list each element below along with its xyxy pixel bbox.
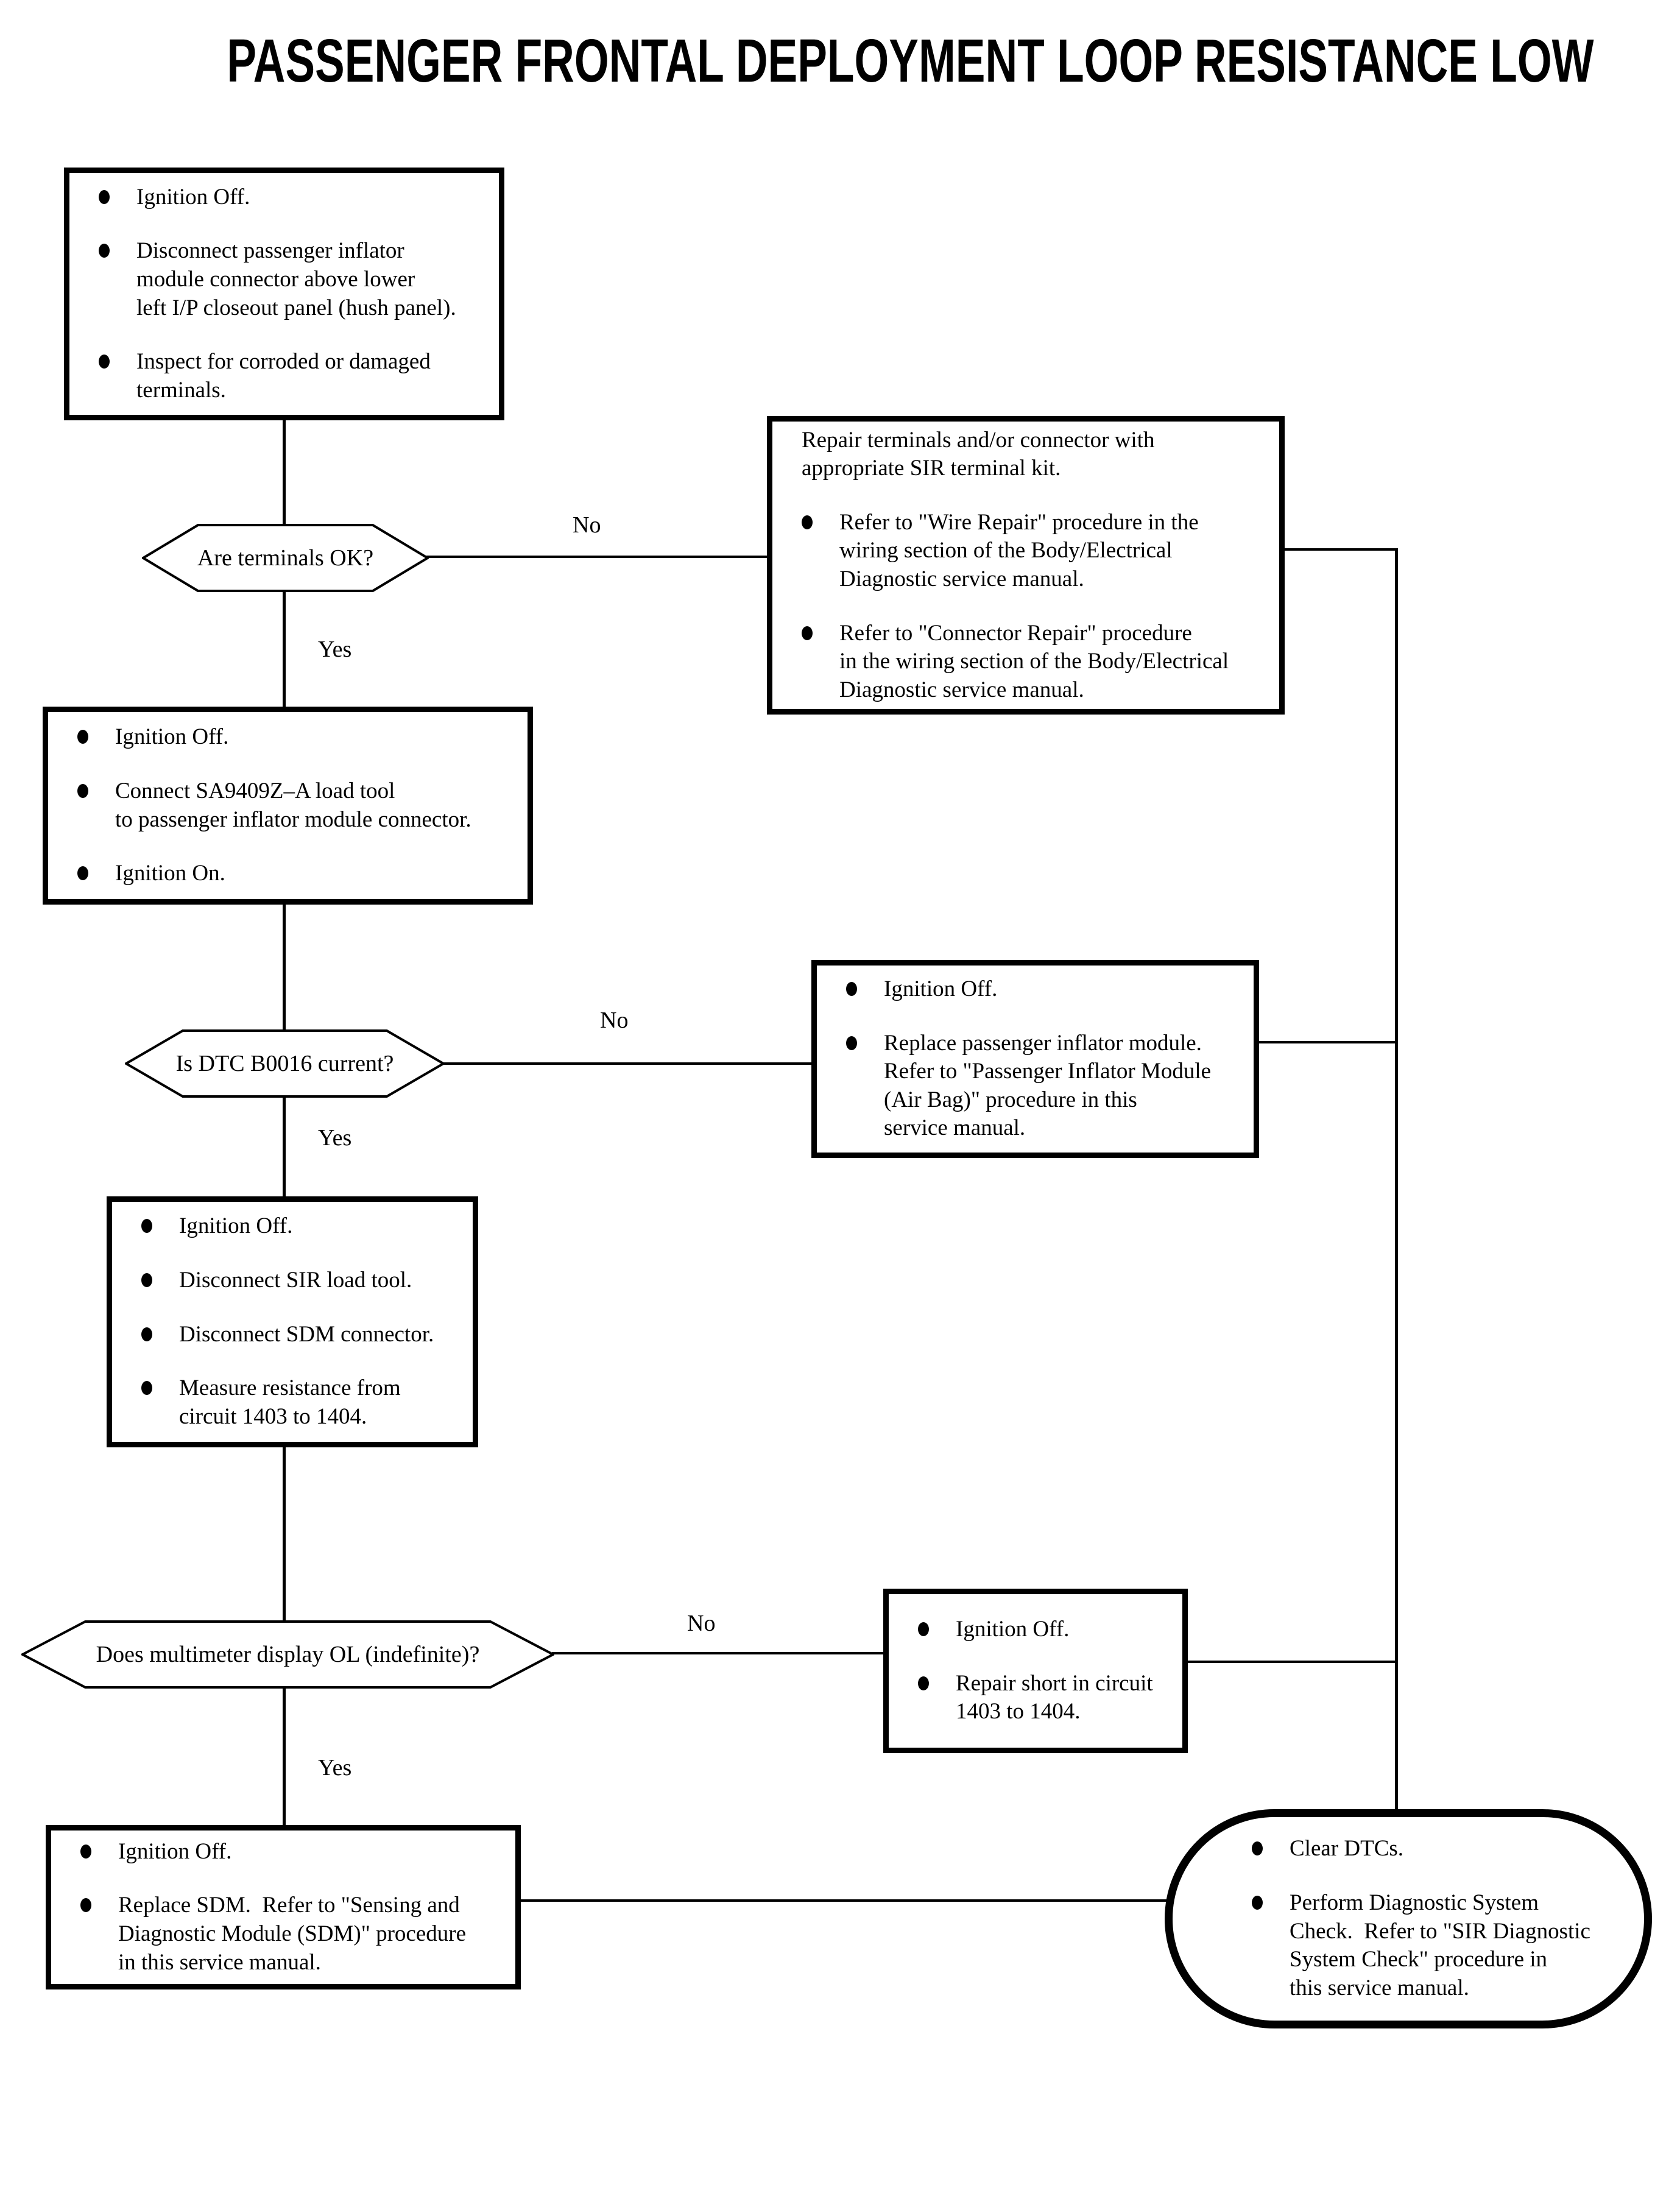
bullet-text: Replace SDM. Refer to "Sensing and Diagn… [118,1893,467,1975]
bullet-text: Clear DTCs. [1290,1836,1404,1862]
bullet-item: Clear DTCs. [1252,1835,1620,1863]
bullet-item: Repair short in circuit 1403 to 1404. [918,1670,1165,1726]
bullet-item: Replace passenger inflator module. Refer… [846,1029,1237,1143]
decision-hexagon-shape [21,1620,554,1689]
bullet-icon [141,1327,152,1341]
bullet-text: Ignition Off. [115,724,229,750]
bullet-icon [141,1219,152,1234]
bullet-item: Disconnect SDM connector. [141,1321,456,1349]
bullet-item: Replace SDM. Refer to "Sensing and Diagn… [80,1891,498,1977]
connector-right-rail [1395,548,1398,1812]
bullet-icon [77,783,88,798]
connector-shortbox-to-rail [1185,1661,1397,1663]
decision-label: Does multimeter display OL (indefinite)? [96,1642,480,1667]
bullet-item: Ignition Off. [846,975,1237,1004]
bullet-item: Inspect for corroded or damaged terminal… [99,348,482,404]
bullet-text: Ignition Off. [118,1838,232,1864]
branch-label-no-2: No [600,1008,629,1033]
connector-repairbox-to-rail [1279,548,1397,551]
bullet-text: Ignition Off. [884,976,998,1001]
bullet-icon [802,515,813,529]
bullet-icon [846,981,857,996]
bullet-icon [80,1844,91,1859]
connector-decision2-yes [283,1096,286,1196]
decision-hexagon-shape [125,1029,445,1098]
branch-label-yes-2: Yes [318,1125,352,1151]
bullet-item: Ignition Off. [80,1838,498,1866]
bullet-text: Refer to "Wire Repair" procedure in the … [839,509,1199,591]
connector-decision1-yes [283,591,286,707]
step-box-replace-sdm: Ignition Off. Replace SDM. Refer to "Sen… [46,1825,521,1989]
step-box-connect-load-tool: Ignition Off. Connect SA9409Z–A load too… [43,707,533,905]
bullet-text: Perform Diagnostic System Check. Refer t… [1290,1890,1590,2000]
connector-decision3-yes [283,1687,286,1825]
bullet-text: Connect SA9409Z–A load tool to passenger… [115,778,471,832]
bullet-icon [1252,1841,1263,1856]
bullet-item: Perform Diagnostic System Check. Refer t… [1252,1889,1620,2002]
bullet-item: Connect SA9409Z–A load tool to passenger… [77,777,510,834]
step-box-repair-short: Ignition Off. Repair short in circuit 14… [883,1589,1188,1753]
connector-inflatorbox-to-rail [1257,1041,1397,1043]
branch-label-no-3: No [687,1611,716,1636]
bullet-item: Ignition Off. [918,1615,1165,1644]
bullet-icon [80,1898,91,1913]
bullet-text: Replace passenger inflator module. Refer… [884,1030,1212,1141]
bullet-icon [99,355,110,369]
bullet-icon [77,866,88,881]
bullet-text: Measure resistance from circuit 1403 to … [179,1375,401,1429]
decision-is-dtc-b0016-current: Is DTC B0016 current? [125,1029,445,1098]
bullet-text: Disconnect SDM connector. [179,1321,434,1347]
bullet-icon [141,1381,152,1396]
decision-label: Are terminals OK? [197,545,374,571]
bullet-text: Ignition Off. [956,1617,1070,1642]
bullet-text: Refer to "Connector Repair" procedure in… [839,620,1229,702]
bullet-item: Measure resistance from circuit 1403 to … [141,1374,456,1431]
bullet-item: Ignition On. [77,860,510,888]
bullet-icon [99,189,110,204]
step-box-inspect-terminals: Ignition Off. Disconnect passenger infla… [64,168,504,420]
bullet-text: Repair short in circuit 1403 to 1404. [956,1670,1153,1725]
page-title: PASSENGER FRONTAL DEPLOYMENT LOOP RESIST… [227,27,1594,95]
branch-label-yes-1: Yes [318,637,352,662]
bullet-item: Ignition Off. [77,723,510,752]
bullet-icon [99,244,110,258]
bullet-text: Disconnect SIR load tool. [179,1268,412,1293]
bullet-item: Refer to "Wire Repair" procedure in the … [802,509,1262,594]
connector-box3-to-decision3 [283,1446,286,1620]
box-intro-text: Repair terminals and/or connector with a… [802,427,1155,481]
bullet-item: Ignition Off. [141,1212,456,1241]
bullet-icon [77,730,88,744]
decision-label: Is DTC B0016 current? [175,1051,394,1076]
bullet-text: Ignition Off. [136,184,250,210]
bullet-icon [918,1622,929,1637]
connector-box1-to-decision1 [283,419,286,524]
bullet-item: Disconnect passenger inflator module con… [99,237,482,322]
step-box-replace-inflator-module: Ignition Off. Replace passenger inflator… [811,960,1259,1158]
branch-label-yes-3: Yes [318,1755,352,1781]
bullet-icon [802,626,813,640]
terminal-box-clear-dtcs: Clear DTCs. Perform Diagnostic System Ch… [1165,1809,1652,2028]
decision-hexagon-shape [142,524,429,592]
bullet-text: Disconnect passenger inflator module con… [136,238,456,320]
bullet-icon [1252,1896,1263,1910]
step-box-repair-terminals: Repair terminals and/or connector with a… [767,416,1285,715]
step-box-measure-resistance: Ignition Off. Disconnect SIR load tool. … [107,1196,478,1447]
bullet-icon [846,1036,857,1050]
decision-multimeter-ol: Does multimeter display OL (indefinite)? [21,1620,554,1689]
connector-box2-to-decision2 [283,903,286,1029]
bullet-icon [141,1273,152,1288]
bullet-text: Ignition Off. [179,1213,293,1239]
bullet-icon [918,1676,929,1690]
connector-sdmbox-to-terminal [518,1899,1182,1902]
bullet-text: Ignition On. [115,861,225,886]
bullet-text: Inspect for corroded or damaged terminal… [136,349,431,403]
bullet-item: Ignition Off. [99,183,482,212]
branch-label-no-1: No [573,512,601,538]
connector-decision2-no [442,1062,814,1065]
decision-are-terminals-ok: Are terminals OK? [142,524,429,592]
connector-decision1-no [426,556,768,558]
bullet-item: Refer to "Connector Repair" procedure in… [802,620,1262,705]
bullet-item: Disconnect SIR load tool. [141,1266,456,1295]
connector-decision3-no [552,1652,890,1654]
